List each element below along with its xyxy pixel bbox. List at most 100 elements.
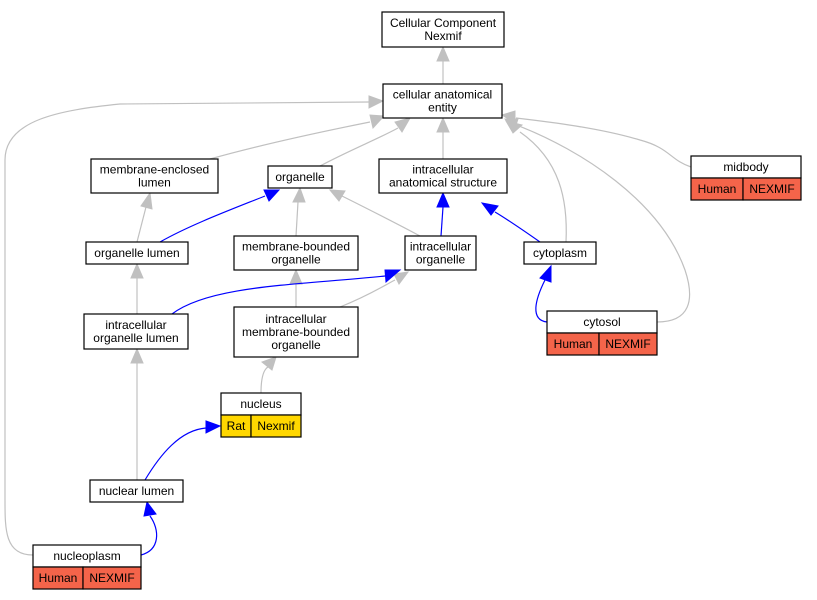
ol-mel-edge-arrowhead bbox=[140, 191, 153, 210]
np-nl-edge bbox=[140, 515, 158, 556]
node-label: midbody bbox=[723, 160, 768, 174]
node-box bbox=[267, 165, 333, 189]
node-label: cellular anatomical bbox=[393, 88, 492, 102]
annotation-nucleus[interactable]: Rat Nexmif bbox=[220, 414, 302, 438]
nl-nucleus-edge bbox=[144, 427, 207, 481]
species-label: Rat bbox=[227, 419, 246, 433]
node-midbody[interactable]: midbody bbox=[690, 155, 802, 179]
cytoplasm-ias-edge-arrowhead bbox=[480, 202, 499, 216]
node-box bbox=[233, 306, 359, 358]
node-label: nucleoplasm bbox=[53, 549, 120, 563]
node-label: organelle bbox=[271, 253, 321, 267]
node-nucleus[interactable]: nucleus bbox=[220, 392, 302, 416]
node-organelle[interactable]: organelle bbox=[267, 165, 333, 189]
gene-label: NEXMIF bbox=[89, 571, 134, 585]
node-box bbox=[83, 313, 189, 350]
io-ias-edge-arrowhead bbox=[436, 191, 450, 208]
node-box bbox=[404, 235, 477, 271]
cytosol-cytoplasm-edge bbox=[535, 279, 548, 323]
node-box bbox=[90, 158, 219, 194]
gene-cell bbox=[598, 332, 658, 356]
node-label: organelle lumen bbox=[94, 246, 179, 260]
node-label: nuclear lumen bbox=[99, 484, 174, 498]
cytosol-cytoplasm-edge-arrowhead bbox=[539, 264, 552, 283]
nl-iol-edge-arrowhead bbox=[130, 347, 144, 364]
node-ol[interactable]: organelle lumen bbox=[85, 241, 189, 265]
node-cytosol[interactable]: cytosol bbox=[546, 310, 658, 334]
gene-cell bbox=[82, 566, 142, 590]
organelle-edge bbox=[319, 127, 399, 167]
node-label: lumen bbox=[138, 176, 171, 190]
node-label: organelle bbox=[275, 170, 325, 184]
ol-mel-edge bbox=[136, 206, 147, 243]
node-box bbox=[233, 235, 359, 271]
node-label: intracellular bbox=[412, 163, 473, 177]
node-label: intracellular bbox=[410, 240, 471, 254]
cytoplasm-ias-edge bbox=[494, 211, 541, 243]
gene-cell bbox=[250, 414, 302, 438]
iol-io-edge bbox=[171, 275, 386, 315]
node-label: cytoplasm bbox=[533, 246, 587, 260]
imbo-io-edge-arrowhead bbox=[393, 271, 410, 285]
nucleus-imbo-edge-arrowhead bbox=[260, 356, 277, 371]
annotation-cytosol[interactable]: Human NEXMIF bbox=[546, 332, 658, 356]
node-label: membrane-bounded bbox=[242, 325, 350, 339]
organelle-edge-arrowhead bbox=[394, 117, 412, 133]
node-box bbox=[89, 479, 184, 503]
mbo-edge-arrowhead bbox=[292, 186, 306, 203]
node-label: nucleus bbox=[240, 397, 281, 411]
imbo-mbo-edge-arrowhead bbox=[289, 268, 303, 285]
ias-edge-arrowhead bbox=[436, 116, 450, 133]
midbody-edge bbox=[515, 117, 692, 168]
node-box bbox=[378, 158, 508, 194]
node-label: organelle bbox=[271, 338, 321, 352]
node-np[interactable]: nucleoplasm bbox=[32, 544, 142, 568]
np-edge-arrowhead bbox=[368, 95, 385, 109]
io-organelle-edge-arrowhead bbox=[328, 189, 346, 202]
mbo-edge bbox=[295, 201, 299, 237]
io-ias-edge bbox=[440, 206, 444, 237]
cytosol-edge bbox=[518, 125, 691, 323]
node-label: intracellular bbox=[105, 318, 166, 332]
node-box bbox=[381, 11, 505, 48]
nucleus-imbo-edge bbox=[260, 366, 269, 394]
imbo-io-edge bbox=[339, 279, 396, 308]
node-label: entity bbox=[428, 101, 457, 115]
species-label: Human bbox=[554, 337, 593, 351]
gene-label: Nexmif bbox=[257, 419, 295, 433]
gene-label: NEXMIF bbox=[749, 182, 794, 196]
node-label: Cellular Component bbox=[390, 16, 497, 30]
node-nl[interactable]: nuclear lumen bbox=[89, 479, 184, 503]
node-label: cytosol bbox=[583, 315, 620, 329]
iol-ol-edge-arrowhead bbox=[130, 262, 144, 279]
annotation-np[interactable]: Human NEXMIF bbox=[32, 566, 142, 590]
mel-edge bbox=[209, 121, 371, 160]
edges bbox=[4, 45, 692, 556]
node-label: organelle lumen bbox=[93, 331, 178, 345]
gene-cell bbox=[742, 177, 802, 201]
node-label: Nexmif bbox=[424, 29, 462, 43]
iol-io-edge-arrowhead bbox=[384, 269, 402, 284]
root-edge-arrowhead bbox=[436, 45, 450, 62]
node-cytoplasm[interactable]: cytoplasm bbox=[523, 241, 597, 265]
ol-organelle-edge bbox=[159, 195, 266, 243]
cytosol-edge-arrowhead bbox=[504, 118, 519, 133]
node-label: organelle bbox=[416, 253, 466, 267]
node-box bbox=[85, 241, 189, 265]
node-label: intracellular bbox=[265, 312, 326, 326]
species-label: Human bbox=[39, 571, 78, 585]
gene-label: NEXMIF bbox=[605, 337, 650, 351]
node-label: membrane-bounded bbox=[242, 240, 350, 254]
